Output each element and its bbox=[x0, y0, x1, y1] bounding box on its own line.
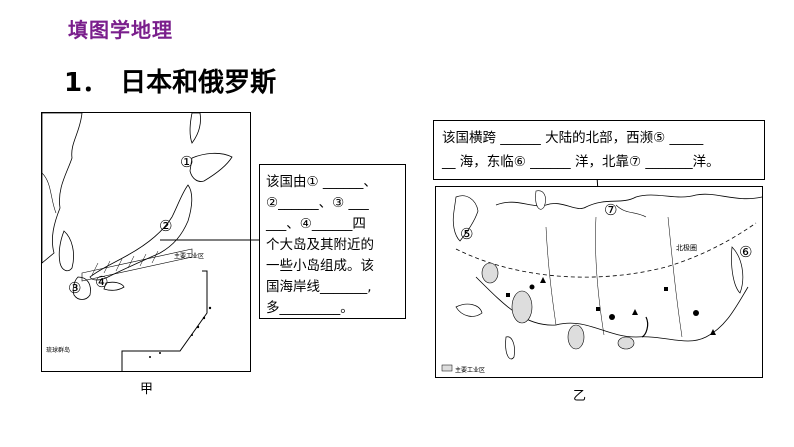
japan-line-2: ②______、③ ___ bbox=[266, 195, 369, 211]
marker-2: ② bbox=[159, 217, 173, 235]
russia-fill-box: 该国横跨 ______ 大陆的北部，西濒⑤ _____ __ 海，东临⑥ ___… bbox=[433, 120, 765, 180]
caption-jia: 甲 bbox=[140, 382, 154, 397]
industry-label: 主要工业区 bbox=[174, 253, 205, 260]
marker-3: ③ bbox=[68, 279, 82, 297]
marker-6: ⑥ bbox=[739, 243, 753, 261]
arctic-circle-label: 北极圈 bbox=[676, 244, 697, 252]
marker-1: ① bbox=[180, 153, 194, 171]
japan-line-5: 一些小岛组成。该 bbox=[266, 258, 374, 274]
russia-line-2: __ 海，东临⑥ ______ 洋，北靠⑦ _______洋。 bbox=[442, 154, 720, 170]
japan-line-3: ___、④______四 bbox=[266, 216, 366, 232]
marker-7: ⑦ bbox=[604, 201, 618, 219]
marker-4: ④ bbox=[95, 273, 109, 291]
japan-fill-box: 该国由① ______、 ②______、③ ___ ___、④______四 … bbox=[259, 164, 406, 319]
question-title: 1． 日本和俄罗斯 bbox=[64, 62, 276, 99]
caption-yi: 乙 bbox=[573, 389, 587, 404]
header-title: 填图学地理 bbox=[68, 18, 173, 42]
legend-label: 主要工业区 bbox=[455, 367, 486, 374]
russia-line-1: 该国横跨 ______ 大陆的北部，西濒⑤ _____ bbox=[442, 130, 704, 146]
ryukyu-label: 琉球群岛 bbox=[46, 347, 71, 354]
question-text: 日本和俄罗斯 bbox=[120, 68, 277, 98]
russia-map: ⑤ ⑥ ⑦ 北极圈 主要工业区 bbox=[435, 186, 763, 378]
japan-line-6: 国海岸线_______, bbox=[266, 279, 372, 295]
japan-line-1: 该国由① ______、 bbox=[266, 174, 377, 190]
japan-line-4: 个大岛及其附近的 bbox=[266, 237, 374, 253]
japan-line-7: 多_________。 bbox=[266, 300, 354, 316]
japan-map: ① ② ③ ④ 主要工业区 琉球群岛 bbox=[41, 112, 251, 372]
question-number: 1． bbox=[64, 68, 109, 98]
marker-5: ⑤ bbox=[460, 225, 474, 243]
